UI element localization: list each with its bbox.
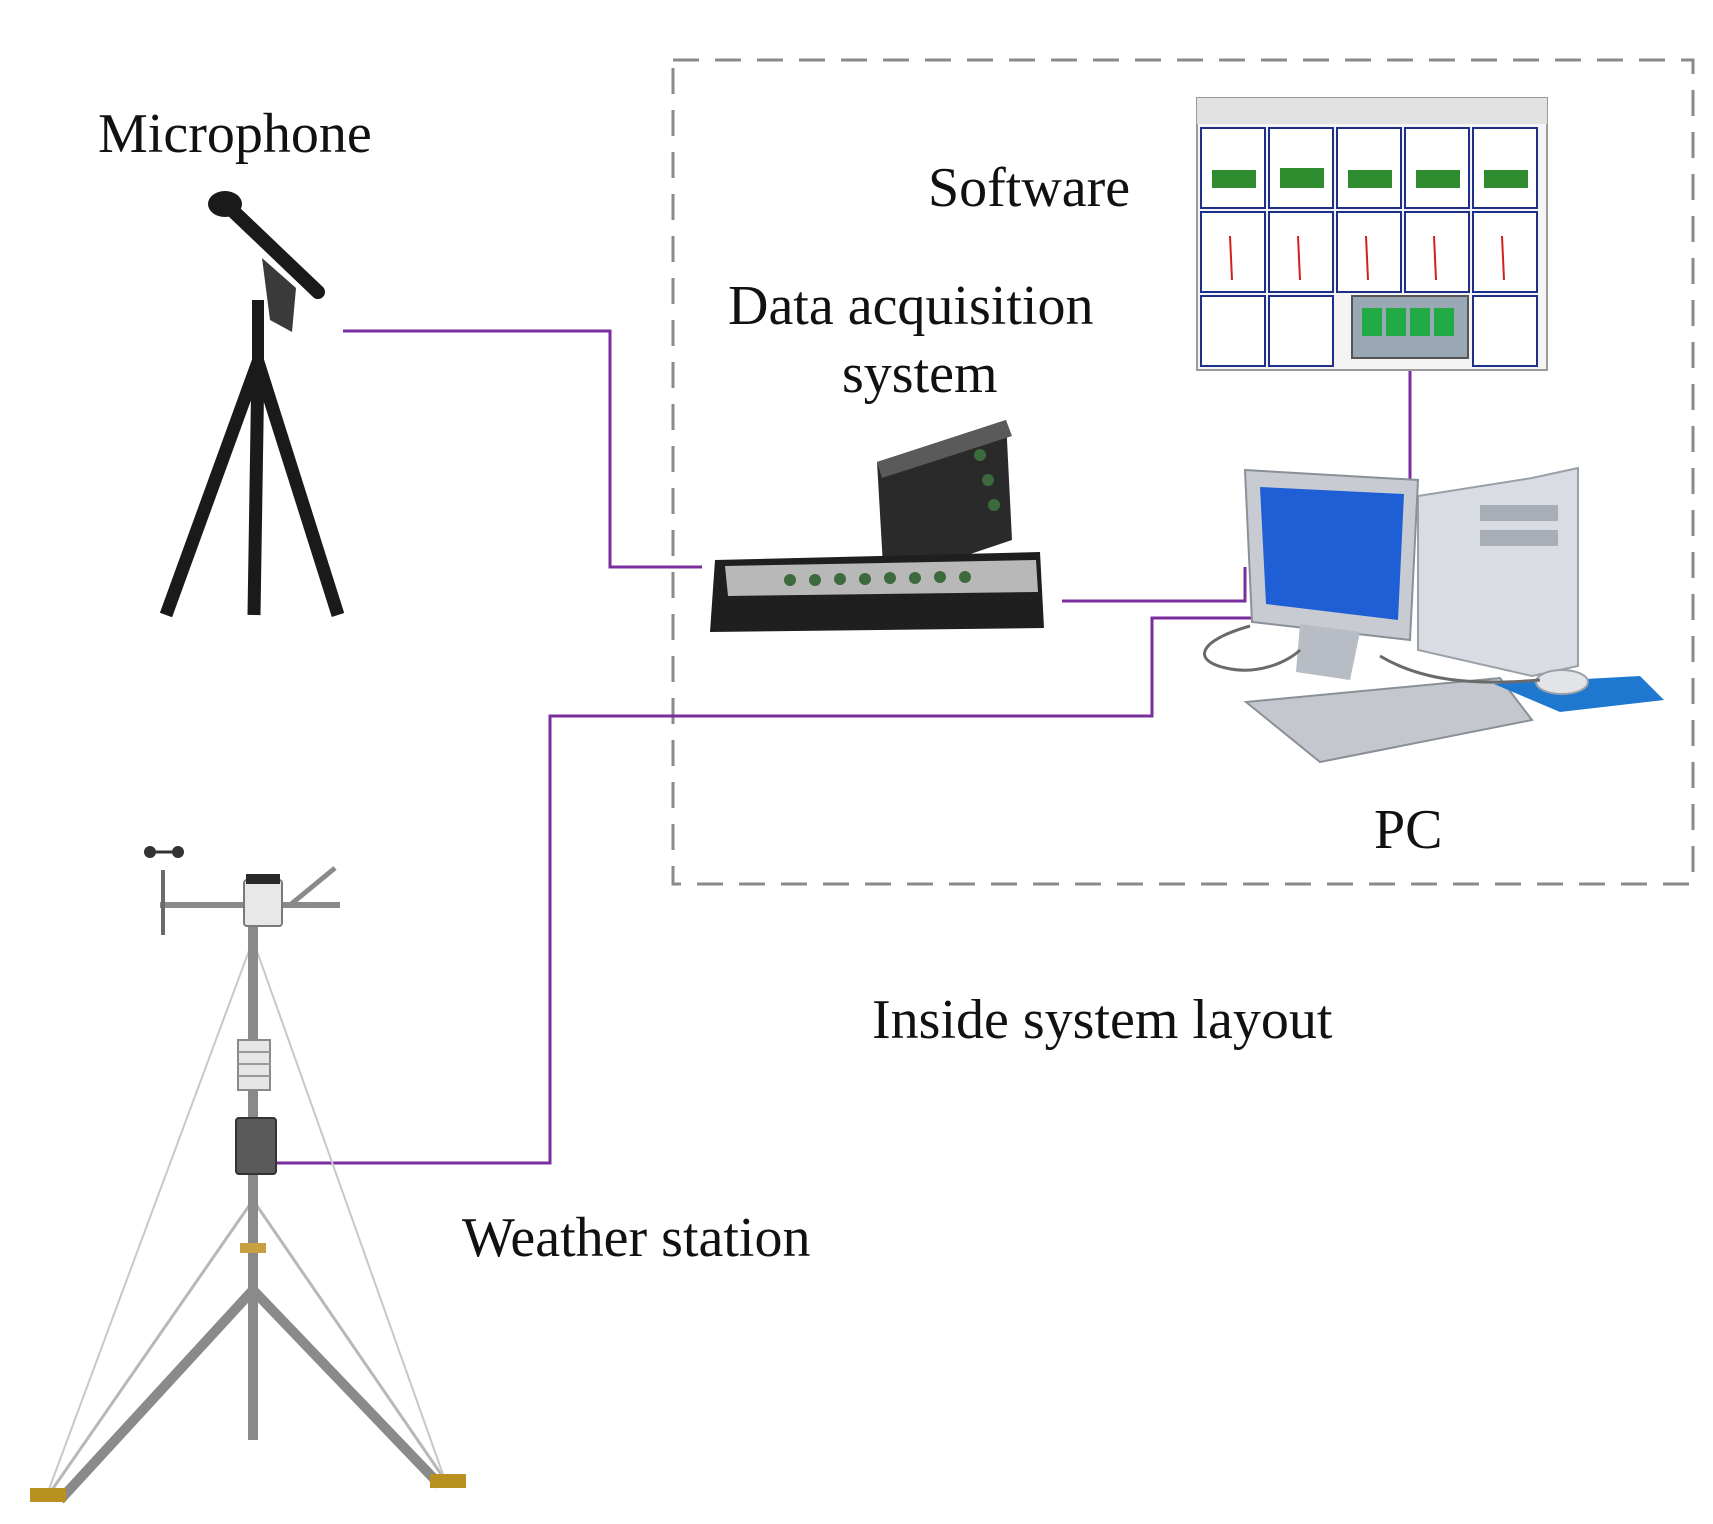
desktop-computer-icon (1203, 466, 1664, 764)
microphone-label: Microphone (98, 103, 372, 165)
software-label: Software (928, 157, 1131, 219)
daq-label-line2: system (842, 343, 998, 405)
daq-label-line1: Data acquisition (728, 275, 1094, 337)
weather-station-tripod-icon (30, 846, 466, 1504)
inside-layout-label: Inside system layout (872, 989, 1333, 1051)
software-to-pc-line (1374, 368, 1412, 485)
software-screenshot-icon (1196, 97, 1548, 371)
microphone-on-tripod-icon (159, 191, 345, 618)
data-acquisition-rack-icon (710, 420, 1044, 632)
pc-label: PC (1374, 799, 1443, 861)
daq-to-pc-line (1062, 567, 1247, 603)
weather-to-pc-line (277, 616, 1258, 1165)
weather-station-label: Weather station (462, 1207, 811, 1269)
mic-to-daq-line (343, 329, 702, 569)
inside-system-boundary (671, 58, 1695, 886)
